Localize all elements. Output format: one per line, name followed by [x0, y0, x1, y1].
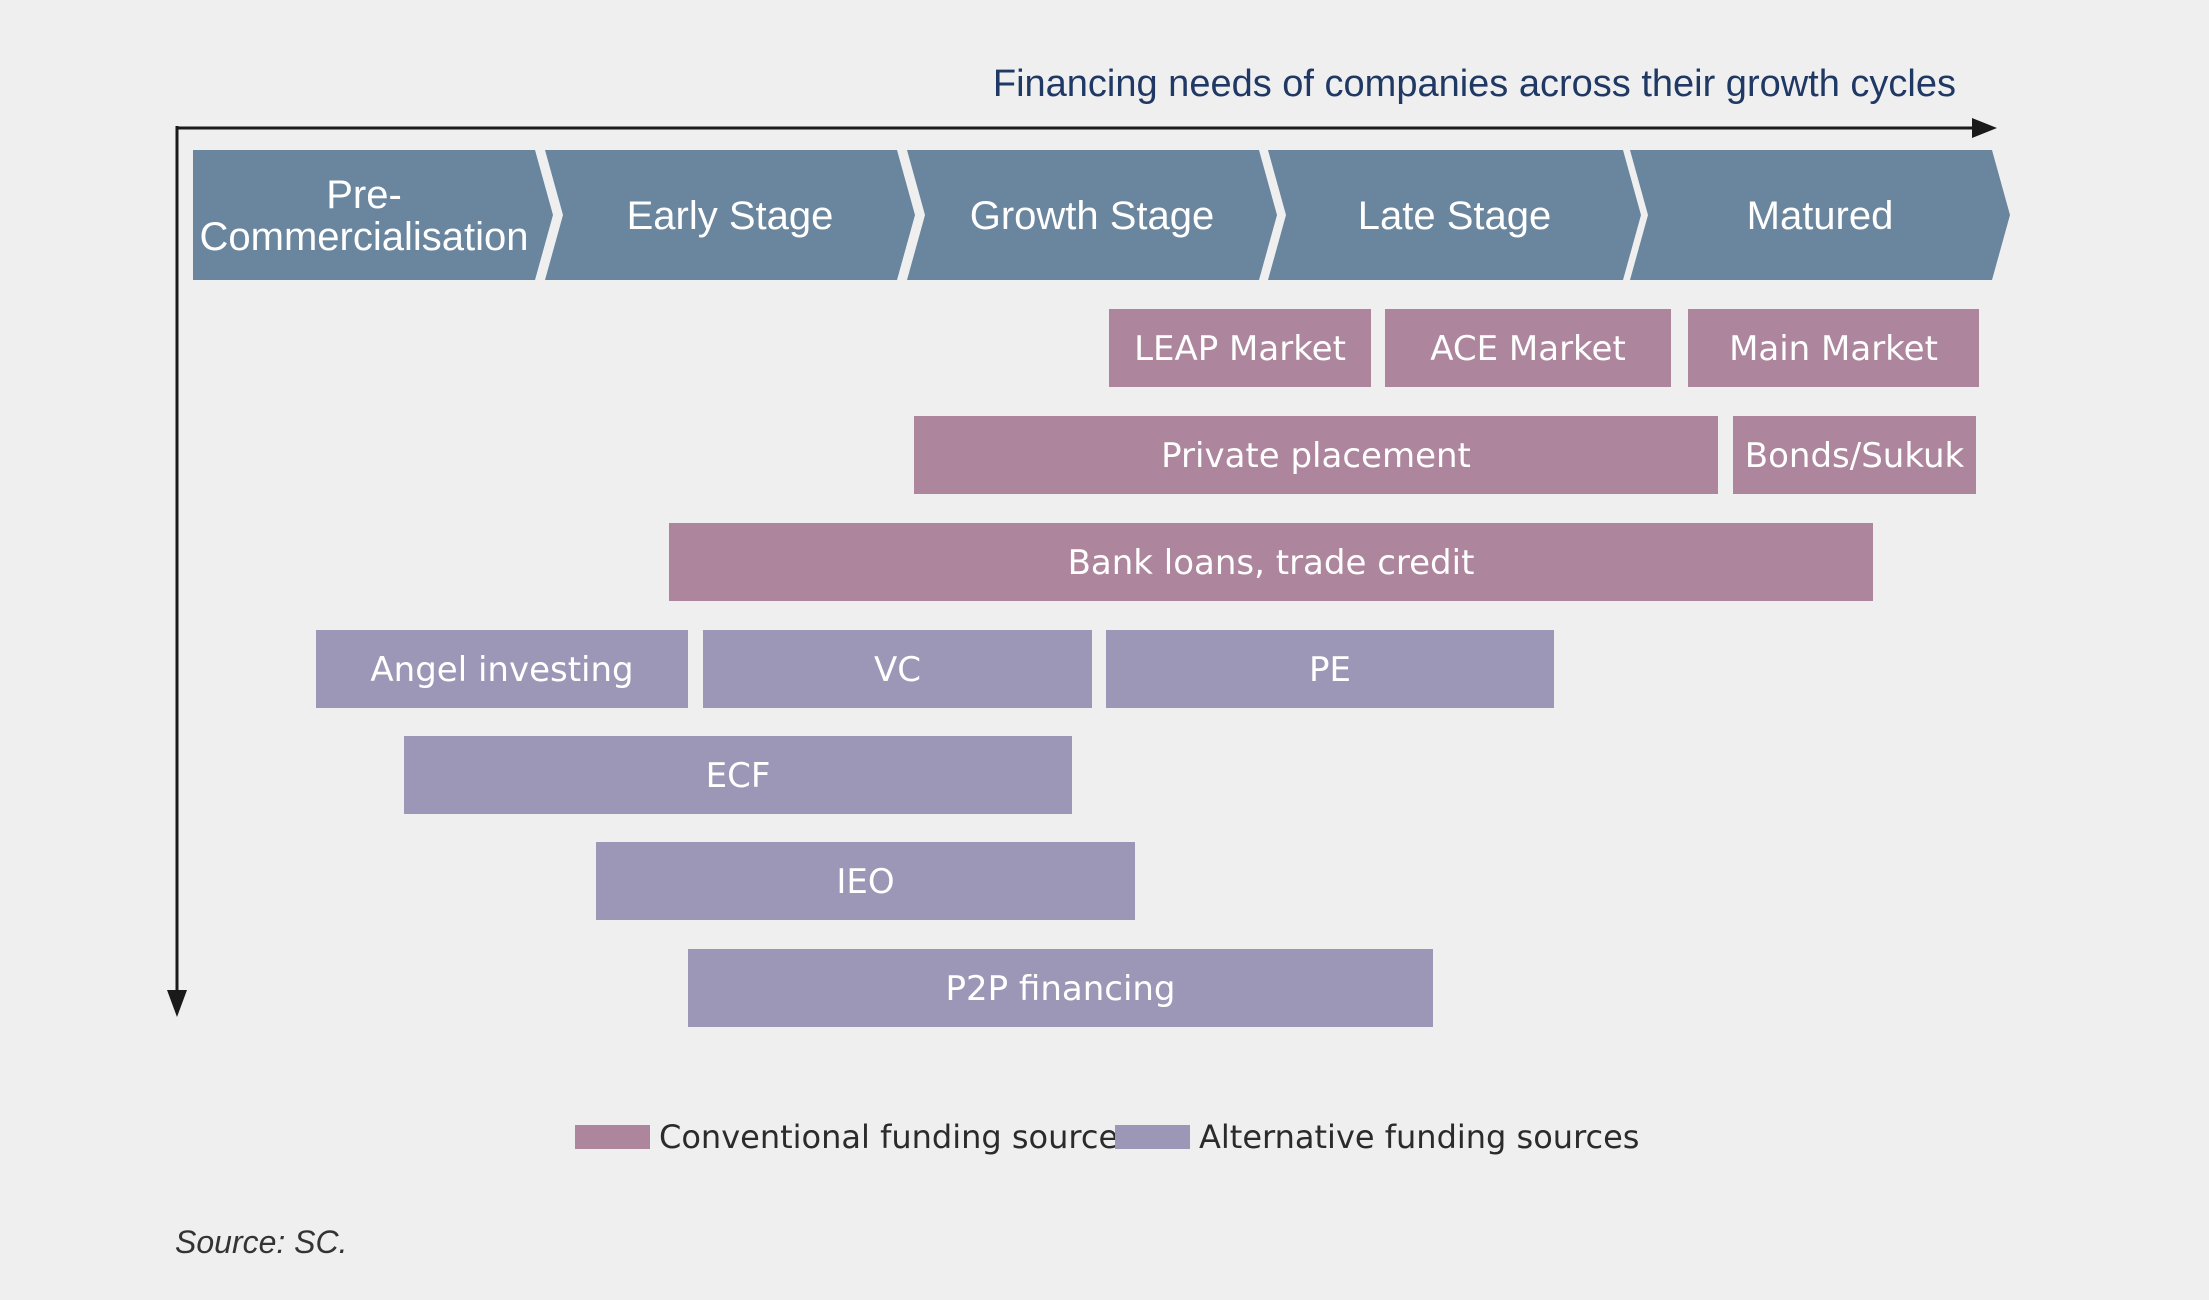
- bar-private-placement-label: Private placement: [1161, 436, 1471, 476]
- legend-conventional-label: Conventional funding sources: [659, 1118, 1135, 1156]
- stage-growth-stage-label: Growth Stage: [970, 194, 1215, 238]
- stage-pre-commercialisation-chevron: [193, 150, 553, 280]
- stage-growth-stage-chevron: [907, 150, 1277, 280]
- stage-late-stage: Late Stage: [1268, 150, 1641, 280]
- bar-vc-rect: [703, 630, 1092, 708]
- stage-matured-label: Matured: [1747, 194, 1894, 238]
- bar-private-placement-rect: [914, 416, 1718, 494]
- bar-p2p-financing: P2P financing: [688, 949, 1433, 1027]
- stage-pre-commercialisation: Pre-Commercialisation: [193, 150, 553, 280]
- axes: [167, 118, 1997, 1017]
- stage-pre-commercialisation-label: Pre-: [326, 173, 402, 217]
- stage-matured: Matured: [1630, 150, 2010, 280]
- funding-source-bars: LEAP Market ACE Market Main MarketPrivate …: [316, 309, 1979, 1027]
- bar-bonds-sukuk: Bonds/Sukuk: [1733, 416, 1976, 494]
- bar-ecf: ECF: [404, 736, 1072, 814]
- bar-vc-label: VC: [874, 650, 921, 690]
- bar-ieo-rect: [596, 842, 1135, 920]
- bar-main-market: Main Market: [1688, 309, 1979, 387]
- stage-matured-chevron: [1630, 150, 2010, 280]
- bar-bonds-sukuk-rect: [1733, 416, 1976, 494]
- bar-ace-market-label: ACE Market: [1430, 329, 1626, 369]
- legend-alternative-swatch: [1115, 1125, 1190, 1149]
- stage-growth-stage: Growth Stage: [907, 150, 1277, 280]
- bar-vc: VC: [703, 630, 1092, 708]
- bar-pe-rect: [1106, 630, 1554, 708]
- vertical-arrowhead: [167, 990, 187, 1017]
- bar-bonds-sukuk-label: Bonds/Sukuk: [1745, 436, 1965, 476]
- horizontal-arrowhead: [1972, 118, 1997, 138]
- bar-ace-market-rect: [1385, 309, 1671, 387]
- legend-alternative-label: Alternative funding sources: [1199, 1118, 1639, 1156]
- bar-p2p-financing-rect: [688, 949, 1433, 1027]
- source-note: Source: SC.: [175, 1224, 348, 1260]
- legend: Conventional funding sources Alternative …: [575, 1118, 1639, 1156]
- stage-early-stage-chevron: [545, 150, 915, 280]
- bar-bank-loans-trade-credit: Bank loans, trade credit: [669, 523, 1873, 601]
- bar-main-market-rect: [1688, 309, 1979, 387]
- bar-ace-market: ACE Market: [1385, 309, 1671, 387]
- bar-pe-label: PE: [1309, 650, 1351, 690]
- legend-alternative-item: Alternative funding sources: [1115, 1118, 1639, 1156]
- bar-leap-market: LEAP Market: [1109, 309, 1371, 387]
- bar-angel-investing-label: Angel investing: [370, 650, 633, 690]
- bar-ecf-label: ECF: [706, 756, 771, 796]
- bar-ieo-label: IEO: [836, 862, 894, 902]
- bar-leap-market-label: LEAP Market: [1134, 329, 1346, 369]
- diagram-title: Financing needs of companies across thei…: [993, 63, 1956, 105]
- legend-conventional-item: Conventional funding sources: [575, 1118, 1135, 1156]
- stage-late-stage-label: Late Stage: [1358, 194, 1552, 238]
- stage-early-stage: Early Stage: [545, 150, 915, 280]
- bar-angel-investing: Angel investing: [316, 630, 688, 708]
- stage-late-stage-chevron: [1268, 150, 1641, 280]
- bar-angel-investing-rect: [316, 630, 688, 708]
- bar-pe: PE: [1106, 630, 1554, 708]
- bar-main-market-label: Main Market: [1729, 329, 1938, 369]
- bar-private-placement: Private placement: [914, 416, 1718, 494]
- stage-early-stage-label: Early Stage: [627, 194, 834, 238]
- bar-ecf-rect: [404, 736, 1072, 814]
- bar-leap-market-rect: [1109, 309, 1371, 387]
- bar-bank-loans-trade-credit-label: Bank loans, trade credit: [1068, 543, 1475, 583]
- bar-bank-loans-trade-credit-rect: [669, 523, 1873, 601]
- stage-pre-commercialisation-label: Commercialisation: [200, 215, 529, 259]
- growth-stage-chevrons: Pre-Commercialisation Early Stage Growth S…: [193, 150, 2010, 280]
- bar-ieo: IEO: [596, 842, 1135, 920]
- bar-p2p-financing-label: P2P financing: [945, 969, 1175, 1009]
- legend-conventional-swatch: [575, 1125, 650, 1149]
